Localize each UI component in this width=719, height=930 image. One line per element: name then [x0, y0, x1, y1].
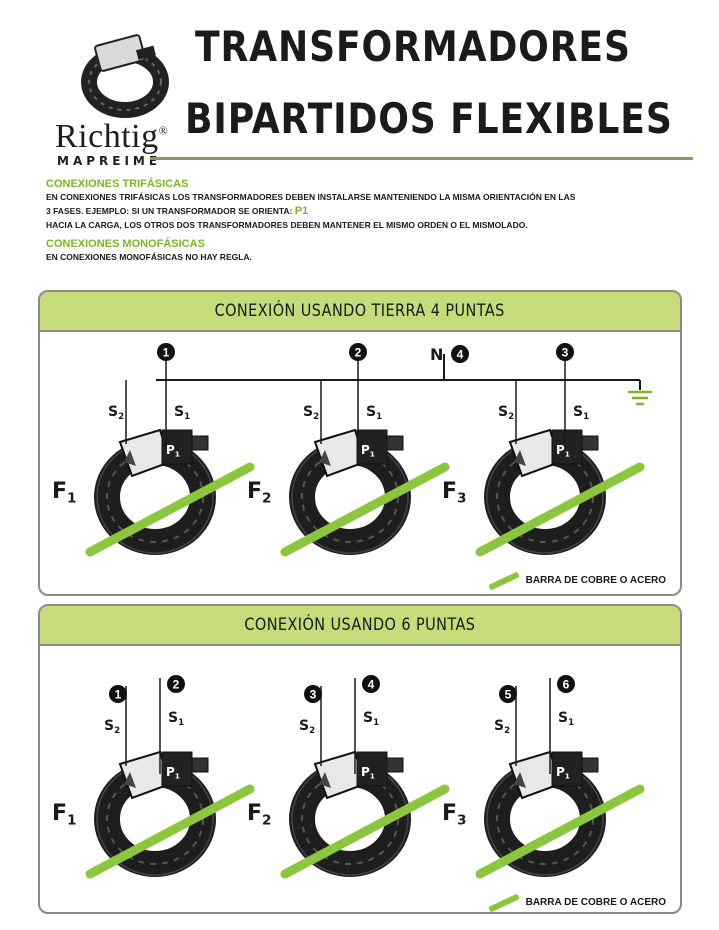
p1-label: P1	[166, 765, 180, 780]
terminal-number-2-circle	[556, 343, 574, 361]
terminal-number-0-circle	[157, 343, 175, 361]
transformer-p2-2: P1	[475, 750, 645, 879]
neutral-number: 4	[457, 348, 464, 362]
phase-label-p2-2: F3	[442, 801, 467, 828]
copper-bar	[475, 462, 645, 557]
clip-latch	[191, 435, 209, 451]
transformer-logo-icon	[81, 34, 169, 118]
p1-label: P1	[361, 765, 375, 780]
pair-right-1-circle	[362, 675, 380, 693]
s2-label: S2	[494, 718, 510, 736]
copper-bar	[475, 784, 645, 879]
pair-left-0: 1	[115, 688, 122, 702]
s2-label: S2	[303, 404, 319, 422]
pair-right-0-circle	[167, 675, 185, 693]
pair-left-1: 3	[310, 688, 317, 702]
panel2-legend: BARRA DE COBRE O ACERO	[487, 893, 666, 912]
copper-bar	[280, 784, 450, 879]
arrow-icon	[514, 772, 526, 788]
s1-label: S1	[174, 404, 190, 422]
p1-marker: P1	[294, 205, 309, 217]
tri-text-2: 3 FASES. EJEMPLO: SI UN TRANSFORMADOR SE…	[46, 205, 309, 217]
pair-right-2: 6	[563, 678, 570, 692]
phase-label-p2-1: F2	[247, 801, 272, 828]
pair-right-1: 4	[368, 678, 375, 692]
arrow-icon	[124, 450, 136, 466]
pair-right-2-circle	[557, 675, 575, 693]
title-line-2: BIPARTIDOS FLEXIBLES	[185, 94, 673, 143]
tri-text-1: EN CONEXIONES TRIFÁSICAS LOS TRANSFORMAD…	[46, 192, 576, 202]
pair-left-2: 5	[505, 688, 512, 702]
pair-left-2-circle	[499, 685, 517, 703]
pair-left-0-circle	[109, 685, 127, 703]
brand-name: Richtig®	[55, 118, 169, 155]
terminal-block	[161, 429, 193, 465]
arrow-icon	[319, 450, 331, 466]
brand-sub: MAPREIME	[57, 154, 162, 168]
s1-label: S1	[558, 710, 574, 728]
arrow-icon	[319, 772, 331, 788]
mono-heading: CONEXIONES MONOFÁSICAS	[46, 238, 205, 250]
p1-label: P1	[556, 443, 570, 458]
neutral-label: N	[430, 345, 443, 364]
phase-label-p1-1: F2	[247, 479, 272, 506]
clip-latch	[386, 757, 404, 773]
s2-label: S2	[299, 718, 315, 736]
panel1-title: CONEXIÓN USANDO TIERRA 4 PUNTAS	[40, 292, 680, 332]
clip-latch	[191, 757, 209, 773]
pair-left-1-circle	[304, 685, 322, 703]
tri-text-3: HACIA LA CARGA, LOS OTROS DOS TRANSFORMA…	[46, 220, 528, 230]
terminal-number-1-circle	[349, 343, 367, 361]
s1-label: S1	[168, 710, 184, 728]
s2-label: S2	[498, 404, 514, 422]
arrow-icon	[124, 772, 136, 788]
header-rule	[150, 157, 693, 160]
transformer-p1-2: P1	[475, 428, 645, 557]
pair-right-0: 2	[173, 678, 180, 692]
panel2-title: CONEXIÓN USANDO 6 PUNTAS	[40, 606, 680, 646]
neutral-number-circle	[451, 345, 469, 363]
p1-label: P1	[361, 443, 375, 458]
panel1-legend: BARRA DE COBRE O ACERO	[487, 571, 666, 590]
clip-latch	[386, 435, 404, 451]
terminal-block	[161, 751, 193, 787]
s1-label: S1	[366, 404, 382, 422]
transformer-p2-1: P1	[280, 750, 450, 879]
notes: CONEXIONES TRIFÁSICAS EN CONEXIONES TRIF…	[46, 178, 686, 264]
copper-bar	[85, 784, 255, 879]
clip-latch	[581, 757, 599, 773]
s1-label: S1	[573, 404, 589, 422]
transformer-p1-0: P1	[85, 428, 255, 557]
header: Richtig® MAPREIME TRANSFORMADORES BIPART…	[0, 0, 719, 170]
transformer-p1-1: P1	[280, 428, 450, 557]
terminal-number-2: 3	[562, 346, 569, 360]
s1-label: S1	[363, 710, 379, 728]
s2-label: S2	[108, 404, 124, 422]
terminal-number-1: 2	[355, 346, 362, 360]
logo: Richtig® MAPREIME	[45, 30, 185, 170]
clip-latch	[581, 435, 599, 451]
tri-heading: CONEXIONES TRIFÁSICAS	[46, 178, 189, 190]
title-line-1: TRANSFORMADORES	[195, 22, 631, 71]
mono-text: EN CONEXIONES MONOFÁSICAS NO HAY REGLA.	[46, 252, 252, 262]
arrow-icon	[514, 450, 526, 466]
transformer-p2-0: P1	[85, 750, 255, 879]
p1-label: P1	[166, 443, 180, 458]
p1-label: P1	[556, 765, 570, 780]
phase-label-p2-0: F1	[52, 801, 77, 828]
terminal-number-0: 1	[163, 346, 170, 360]
s2-label: S2	[104, 718, 120, 736]
phase-label-p1-0: F1	[52, 479, 77, 506]
copper-bar	[85, 462, 255, 557]
copper-bar	[280, 462, 450, 557]
phase-label-p1-2: F3	[442, 479, 467, 506]
